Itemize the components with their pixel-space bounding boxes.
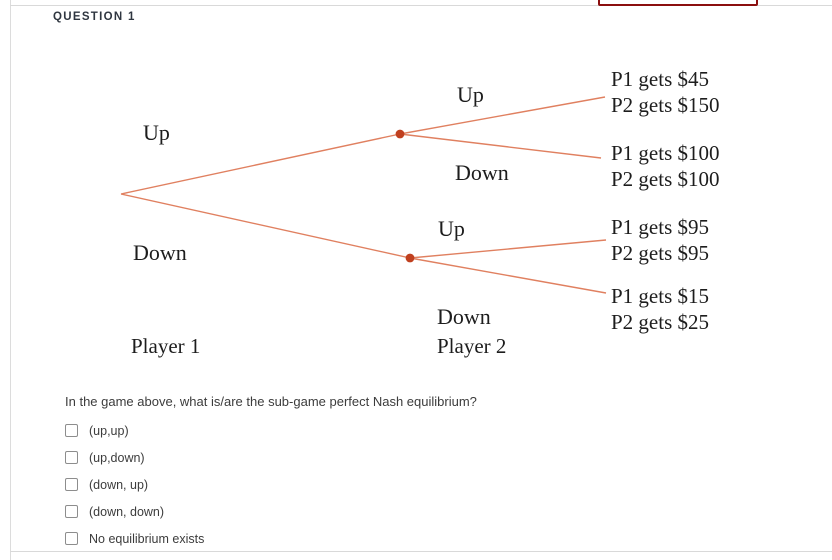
- edge-p2-bottom-up: [409, 239, 607, 259]
- game-tree: Up Down Up Down Up Down Player 1 Player …: [120, 66, 720, 358]
- outcome-1-p1: P1 gets $45: [611, 67, 710, 91]
- label-p2-bottom-down: Down: [437, 304, 491, 329]
- edge-p2-top-down: [399, 133, 602, 159]
- outcome-1-p2: P2 gets $150: [611, 93, 720, 117]
- option-row-4[interactable]: (down, down): [65, 498, 485, 525]
- label-p2-bottom-up: Up: [438, 216, 465, 241]
- checkbox-option-3[interactable]: [65, 478, 78, 491]
- label-p1-up: Up: [143, 120, 170, 145]
- edge-p1-up: [120, 133, 401, 195]
- outcome-2: P1 gets $100 P2 gets $100: [611, 140, 720, 192]
- top-divider: [10, 5, 832, 6]
- option-row-1[interactable]: (up,up): [65, 417, 485, 444]
- checkbox-option-1[interactable]: [65, 424, 78, 437]
- option-label-4[interactable]: (down, down): [89, 504, 165, 519]
- option-label-3[interactable]: (down, up): [89, 477, 149, 492]
- page-title: QUESTION 1: [53, 11, 136, 23]
- node-player2-bottom: [405, 253, 415, 263]
- checkbox-option-4[interactable]: [65, 505, 78, 518]
- outcome-2-p1: P1 gets $100: [611, 141, 720, 165]
- option-row-2[interactable]: (up,down): [65, 444, 485, 471]
- bottom-divider: [10, 551, 832, 552]
- question-prompt: In the game above, what is/are the sub-g…: [65, 394, 477, 409]
- label-p1-down: Down: [133, 240, 187, 265]
- label-p2-top-up: Up: [457, 82, 484, 107]
- edge-p2-top-up: [399, 96, 606, 135]
- game-tree-svg: [120, 96, 607, 294]
- edge-p2-bottom-down: [409, 257, 607, 294]
- outcome-3-p1: P1 gets $95: [611, 215, 710, 239]
- outcome-1: P1 gets $45 P2 gets $150: [611, 66, 720, 118]
- outcome-2-p2: P2 gets $100: [611, 167, 720, 191]
- page-left-border: [10, 0, 11, 560]
- outcome-3-p2: P2 gets $95: [611, 241, 710, 265]
- node-player2-top: [395, 129, 405, 139]
- outcome-4: P1 gets $15 P2 gets $25: [611, 283, 709, 335]
- option-label-1[interactable]: (up,up): [89, 423, 129, 438]
- option-label-5[interactable]: No equilibrium exists: [89, 531, 205, 546]
- option-row-5[interactable]: No equilibrium exists: [65, 525, 485, 552]
- highlighted-box[interactable]: [598, 0, 758, 6]
- option-row-3[interactable]: (down, up): [65, 471, 485, 498]
- edge-p1-down: [120, 193, 411, 259]
- label-player-1: Player 1: [131, 334, 201, 358]
- label-player-2: Player 2: [437, 334, 507, 358]
- outcome-4-p2: P2 gets $25: [611, 310, 710, 334]
- outcome-4-p1: P1 gets $15: [611, 284, 710, 308]
- label-p2-top-down: Down: [455, 160, 509, 185]
- answer-options: (up,up) (up,down) (down, up) (down, down…: [65, 417, 485, 552]
- option-label-2[interactable]: (up,down): [89, 450, 145, 465]
- checkbox-option-5[interactable]: [65, 532, 78, 545]
- outcome-3: P1 gets $95 P2 gets $95: [611, 214, 709, 266]
- checkbox-option-2[interactable]: [65, 451, 78, 464]
